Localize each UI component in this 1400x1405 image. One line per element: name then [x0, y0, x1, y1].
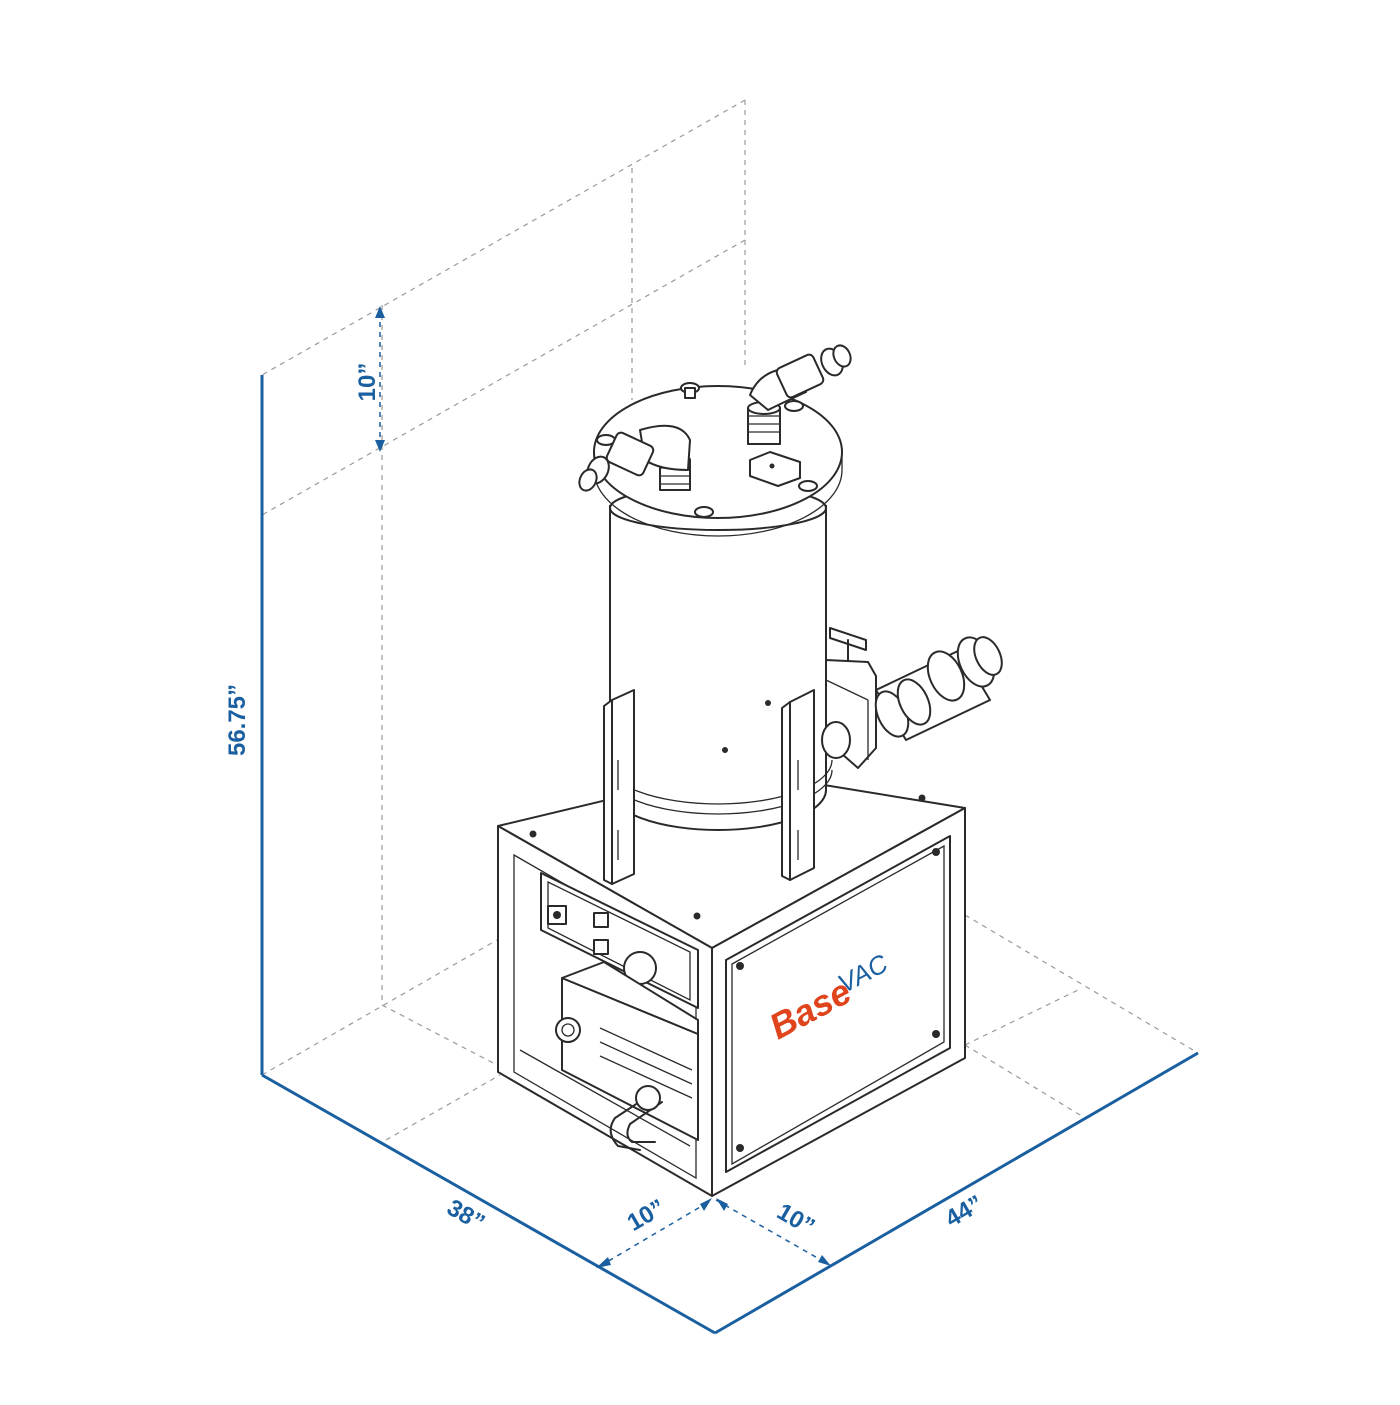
- outlet-pipe: [874, 636, 1003, 741]
- inlet-fitting-right: [749, 344, 852, 411]
- dimension-lines: [260, 306, 1199, 1335]
- support-bracket-left: [611, 689, 635, 885]
- top-clearance-label: 10”: [354, 363, 381, 402]
- junction-box: [749, 451, 801, 487]
- collection-canister: [578, 344, 1003, 885]
- base-cabinet: [497, 769, 966, 1197]
- front-right-clearance-label: 10”: [772, 1198, 819, 1241]
- height-dimension-label: 56.75”: [224, 684, 251, 756]
- gate-valve[interactable]: [821, 627, 877, 769]
- front-left-clearance-label: 10”: [623, 1194, 670, 1237]
- start-button[interactable]: [593, 912, 609, 928]
- lid-clamp: [596, 382, 818, 518]
- support-bracket-right: [789, 689, 815, 881]
- cabinet-door-panel: [725, 835, 951, 1173]
- control-panel: [540, 872, 699, 1009]
- inlet-fitting-left: [578, 424, 691, 492]
- stop-button[interactable]: [593, 939, 609, 955]
- exhaust-port: [635, 1085, 661, 1111]
- clearance-guides: [261, 99, 1199, 1141]
